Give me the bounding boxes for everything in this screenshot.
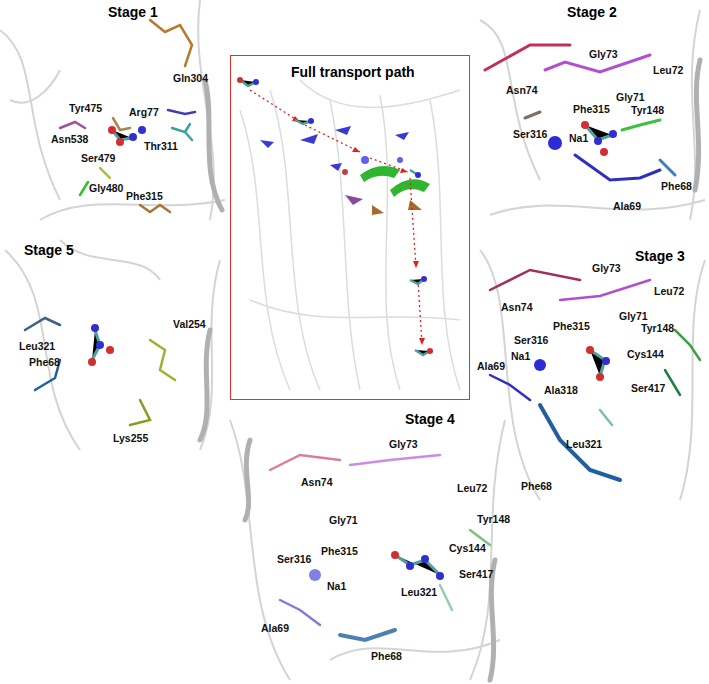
residue-label: Phe68 (660, 180, 693, 192)
residue-label: Gln304 (172, 72, 209, 84)
residue-label: Leu321 (565, 438, 603, 450)
residue-label: Thr311 (143, 140, 179, 152)
residue-label: Ser417 (630, 382, 666, 394)
residue-label: Ser316 (276, 553, 312, 565)
residue-label: Ala69 (476, 360, 506, 372)
residue-label: Phe315 (320, 545, 359, 557)
residue-label: Gly73 (388, 438, 419, 450)
stage-panel: Full transport path (230, 55, 470, 400)
residue-label: Phe68 (520, 480, 553, 492)
residue-label: Na1 (326, 580, 347, 592)
residue-label: Leu72 (652, 64, 684, 76)
residue-label: Gly73 (591, 262, 622, 274)
residue-label: Tyr475 (68, 102, 103, 114)
residue-label: Phe315 (572, 103, 611, 115)
panel-title: Full transport path (291, 64, 415, 80)
stage-panel: Stage 3 (475, 240, 709, 505)
residue-label: Na1 (510, 350, 531, 362)
residue-label: Tyr148 (630, 104, 665, 116)
residue-label: Ala69 (260, 622, 290, 634)
panel-title: Stage 5 (24, 242, 74, 258)
residue-label: Val254 (172, 318, 207, 330)
residue-label: Gly71 (328, 514, 359, 526)
residue-label: Asn74 (500, 301, 534, 313)
residue-label: Arg77 (128, 106, 160, 118)
residue-label: Gly71 (618, 310, 649, 322)
residue-label: Phe315 (125, 190, 164, 202)
panel-title: Stage 4 (405, 411, 455, 427)
residue-label: Phe315 (552, 320, 591, 332)
residue-label: Leu321 (18, 340, 56, 352)
residue-label: Na1 (568, 132, 589, 144)
residue-label: Ser417 (458, 568, 494, 580)
residue-label: Leu72 (653, 285, 685, 297)
residue-label: Ala318 (543, 384, 579, 396)
residue-label: Cys144 (626, 348, 665, 360)
residue-label: Leu321 (400, 586, 438, 598)
residue-label: Tyr148 (640, 322, 675, 334)
residue-label: Gly73 (588, 48, 619, 60)
residue-label: Lys255 (112, 432, 149, 444)
residue-label: Asn74 (300, 476, 334, 488)
residue-label: Asn538 (50, 133, 89, 145)
residue-label: Tyr148 (476, 513, 511, 525)
residue-label: Ser316 (513, 334, 549, 346)
residue-label: Gly480 (88, 182, 124, 194)
residue-label: Ser479 (80, 152, 116, 164)
residue-label: Ser316 (512, 128, 548, 140)
panel-title: Stage 1 (108, 4, 158, 20)
residue-label: Phe68 (370, 650, 403, 662)
residue-label: Ala69 (612, 200, 642, 212)
residue-label: Leu72 (456, 482, 488, 494)
residue-label: Asn74 (505, 84, 539, 96)
residue-label: Gly71 (615, 91, 646, 103)
residue-label: Cys144 (448, 542, 487, 554)
residue-label: Phe68 (28, 356, 61, 368)
panel-title: Stage 3 (635, 248, 685, 264)
panel-title: Stage 2 (567, 4, 617, 20)
